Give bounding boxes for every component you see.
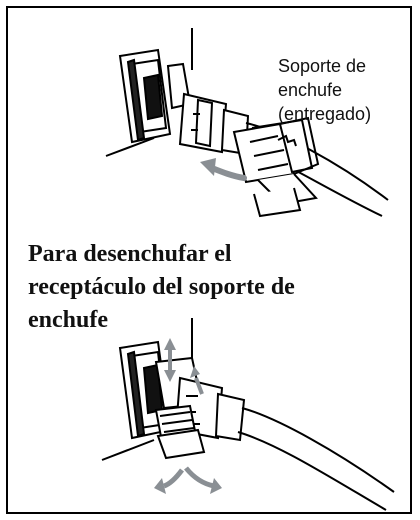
plug-holder-diagram [105, 28, 389, 218]
callout-line-2: enchufe [278, 80, 343, 100]
plug-holder [232, 116, 320, 218]
document-frame: Soporte de enchufe (entregado) Para dese… [6, 6, 412, 514]
release-arrows [154, 338, 222, 494]
heading-line-1: Para desenchufar el [28, 241, 232, 267]
callout-line-1: Soporte de [278, 56, 367, 76]
section-heading: Para desenchufar el receptáculo del sopo… [28, 238, 388, 337]
insertion-arrow [200, 158, 247, 181]
plug-release-diagram [101, 318, 395, 511]
heading-line-3: enchufe [28, 307, 108, 333]
callout-line-3: (entregado) [278, 104, 372, 124]
outlet-receptacle [118, 48, 192, 144]
plug-holder-callout: Soporte de enchufe (entregado) [278, 54, 371, 126]
heading-line-2: receptáculo del soporte de [28, 274, 295, 300]
plug-in-holder [154, 356, 395, 511]
